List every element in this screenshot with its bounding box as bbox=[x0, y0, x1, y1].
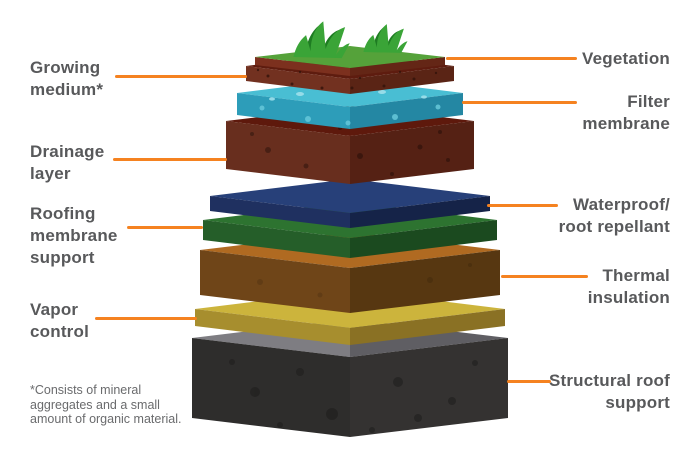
filter-face-speckles bbox=[259, 104, 441, 126]
vapor-left-face bbox=[195, 309, 350, 345]
label-drainage-layer: Drainage layer bbox=[30, 142, 105, 183]
vegetation-left-edge-face bbox=[255, 57, 350, 76]
grass-tuft bbox=[293, 21, 350, 59]
vapor-right-face bbox=[350, 309, 505, 345]
leader-line-roofing-membrane bbox=[127, 226, 203, 229]
thermal-left-face bbox=[200, 250, 350, 313]
vegetation-right-edge-face bbox=[350, 57, 445, 76]
leader-line-vegetation bbox=[446, 57, 577, 60]
label-thermal-insulation: Thermal insulation bbox=[587, 266, 670, 307]
drainage-speckles bbox=[250, 126, 450, 176]
leader-line-waterproof bbox=[487, 204, 558, 207]
leader-line-structural-roof bbox=[507, 380, 551, 383]
leader-line-growing-medium bbox=[115, 75, 247, 78]
filter-left-face bbox=[237, 93, 350, 129]
roofing-left-face bbox=[203, 220, 350, 258]
label-vapor-control: Vapor control bbox=[30, 300, 90, 341]
grass-blades-light bbox=[293, 21, 350, 59]
concrete-speckles bbox=[229, 359, 478, 433]
filter-right-face bbox=[350, 93, 463, 129]
layer-waterproof-root-repellant bbox=[210, 179, 490, 228]
layer-structural-roof-support bbox=[192, 319, 508, 437]
leader-line-drainage-layer bbox=[113, 158, 227, 161]
insulation-speckles bbox=[257, 263, 472, 298]
layer-vegetation bbox=[255, 21, 445, 76]
label-filter-membrane: Filter membrane bbox=[582, 92, 670, 133]
label-vegetation: Vegetation bbox=[582, 49, 670, 68]
roofing-right-face bbox=[350, 220, 497, 258]
leader-line-vapor-control bbox=[95, 317, 197, 320]
label-growing-medium: Growing medium* bbox=[30, 58, 104, 99]
growing-right-face bbox=[350, 66, 454, 94]
grass-blades-light bbox=[363, 24, 408, 53]
structural-right-face bbox=[350, 338, 508, 437]
soil-speckles bbox=[256, 68, 438, 90]
label-roofing-membrane-support: Roofing membrane support bbox=[30, 204, 118, 267]
label-structural-roof-support: Structural roof support bbox=[548, 371, 670, 412]
waterproof-right-face bbox=[350, 196, 490, 228]
label-waterproof-root-repellant: Waterproof/ root repellant bbox=[558, 195, 670, 236]
leader-line-thermal-insulation bbox=[501, 275, 588, 278]
drainage-right-face bbox=[350, 121, 474, 184]
drainage-left-face bbox=[226, 121, 350, 184]
thermal-right-face bbox=[350, 250, 500, 313]
grass-tuft bbox=[363, 24, 408, 53]
footnote: *Consists of mineral aggregates and a sm… bbox=[30, 383, 182, 426]
waterproof-left-face bbox=[210, 196, 350, 228]
growing-left-face bbox=[246, 66, 350, 94]
leader-line-filter-membrane bbox=[462, 101, 577, 104]
